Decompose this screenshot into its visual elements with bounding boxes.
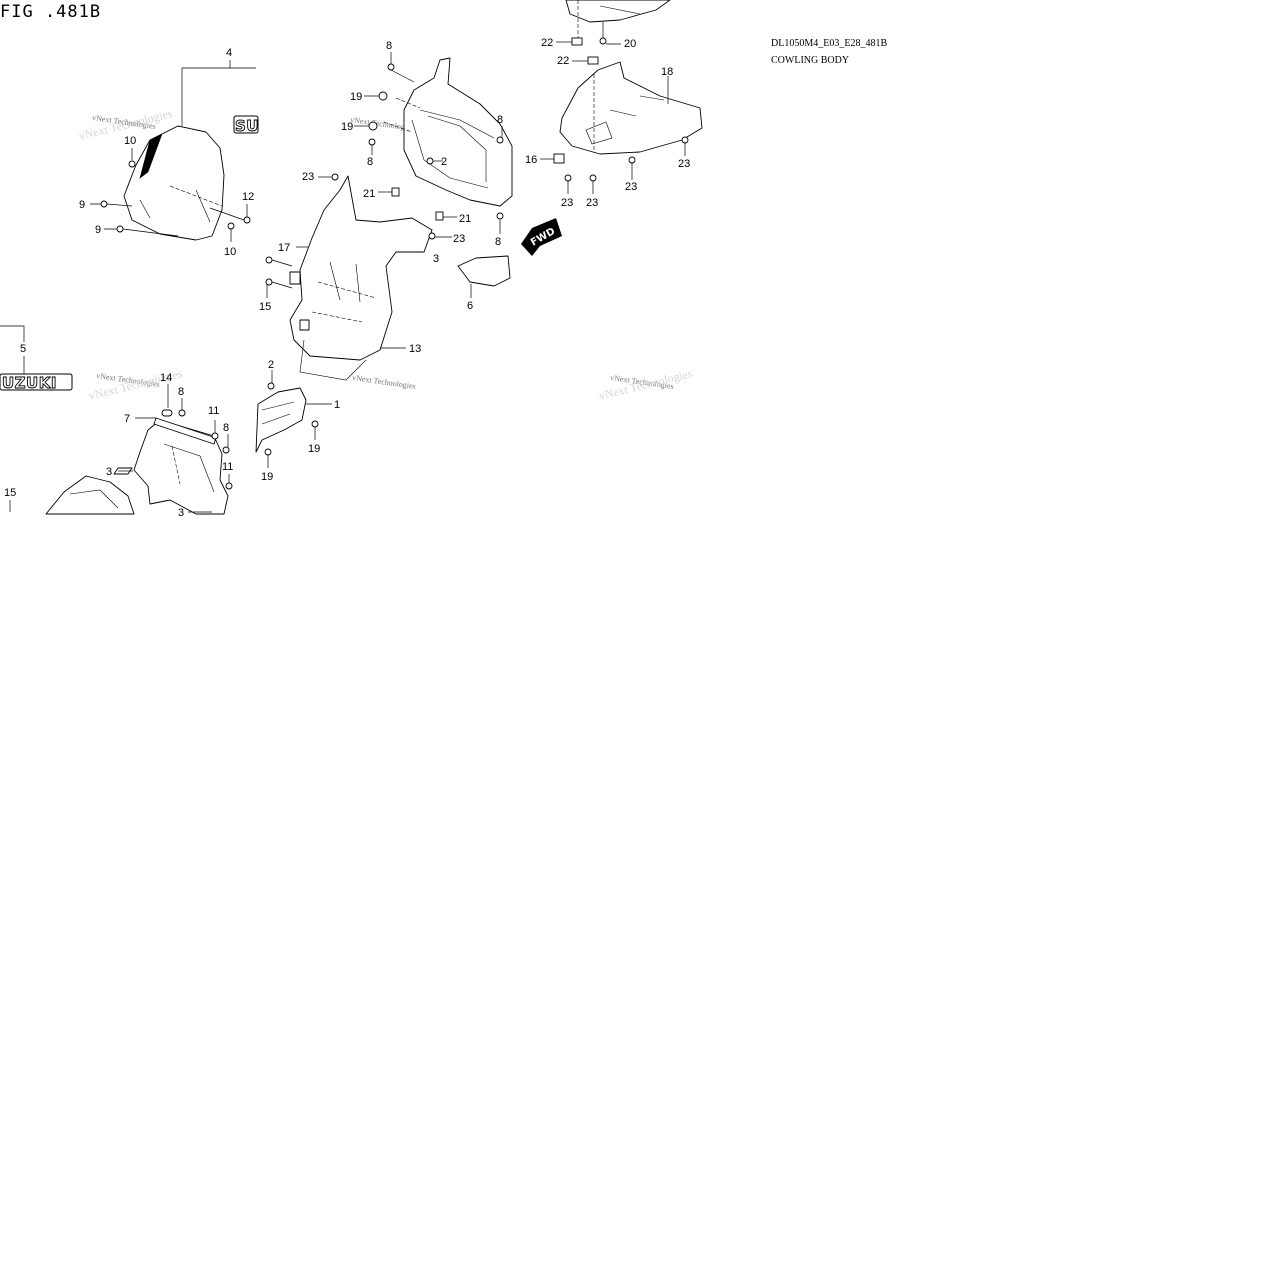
callout-4: 4 — [226, 47, 232, 59]
under-cover — [559, 0, 703, 155]
callout-3-lower-b: 3 — [178, 507, 184, 519]
callout-15-lower: 15 — [4, 487, 16, 499]
fastener-set-panel4 — [90, 148, 251, 242]
watermark-ghost-2: vNext Technologies — [597, 366, 694, 403]
callout-3-lower-a: 3 — [106, 466, 112, 478]
callout-23-f: 23 — [678, 158, 690, 170]
fastener-set-lower-mid — [264, 370, 332, 468]
callout-8-mid: 8 — [367, 156, 373, 168]
callout-5: 5 — [20, 343, 26, 355]
callout-23-c: 23 — [561, 197, 573, 209]
upper-cowl — [383, 57, 513, 207]
lower-left-fragment — [45, 475, 135, 515]
callout-19-c: 19 — [308, 443, 320, 455]
callout-18: 18 — [661, 66, 673, 78]
callout-22-a: 22 — [541, 37, 553, 49]
callout-21-b: 21 — [459, 213, 471, 225]
callout-22-b: 22 — [557, 55, 569, 67]
emblem-fragment-text: SU — [235, 117, 259, 135]
callout-23-e: 23 — [625, 181, 637, 193]
callout-23-a: 23 — [302, 171, 314, 183]
callout-8-right: 8 — [497, 114, 503, 126]
side-cover-fragment — [457, 255, 511, 298]
emblem-left-text: UZUKI — [2, 374, 57, 392]
callout-17: 17 — [278, 242, 290, 254]
figure-name: COWLING BODY — [771, 55, 849, 66]
callout-10-lower: 10 — [224, 246, 236, 258]
callout-16: 16 — [525, 154, 537, 166]
bracket-part — [255, 387, 307, 453]
callout-7: 7 — [124, 413, 130, 425]
frame-bracket — [289, 175, 433, 381]
callout-23-b: 23 — [453, 233, 465, 245]
callout-8-lower-b: 8 — [223, 422, 229, 434]
callout-19-b: 19 — [341, 121, 353, 133]
watermark-5: vNext Technologies — [352, 373, 417, 391]
callout-23-d: 23 — [586, 197, 598, 209]
callout-2-lower: 2 — [268, 359, 274, 371]
callout-14: 14 — [160, 372, 172, 384]
forward-direction-marker: FWD — [521, 218, 562, 256]
callout-9-upper: 9 — [79, 199, 85, 211]
callout-20: 20 — [624, 38, 636, 50]
callout-10-upper: 10 — [124, 135, 136, 147]
callout-19-a: 19 — [350, 91, 362, 103]
callout-8-lower-a: 8 — [178, 386, 184, 398]
callout-6: 6 — [467, 300, 473, 312]
inner-panel — [113, 417, 229, 515]
fastener-set-mid — [265, 52, 504, 349]
callout-11-b: 11 — [222, 461, 233, 473]
callout-21-a: 21 — [363, 188, 375, 200]
callout-3-mid: 3 — [433, 253, 439, 265]
watermark-group: vNext Technologies vNext Technologies vN… — [77, 106, 694, 403]
emblem-fragment: SU — [233, 115, 259, 135]
fastener-set-right — [540, 22, 689, 194]
figure-code: DL1050M4_E03_E28_481B — [771, 38, 887, 49]
top-cover-fragment — [565, 0, 671, 23]
callout-2-upper: 2 — [441, 156, 447, 168]
callout-11-a: 11 — [208, 405, 219, 417]
fastener-set-lower-left — [9, 384, 233, 513]
callout-15-upper: 15 — [259, 301, 271, 313]
callout-8-top: 8 — [386, 40, 392, 52]
callout-13: 13 — [409, 343, 421, 355]
emblem-left: UZUKI — [0, 325, 73, 392]
callout-9-lower: 9 — [95, 224, 101, 236]
windscreen-panel — [123, 60, 256, 241]
figure-title: FIG .481B — [0, 2, 101, 22]
callout-8-lower: 8 — [495, 236, 501, 248]
callout-19-d: 19 — [261, 471, 273, 483]
callout-12: 12 — [242, 191, 254, 203]
callout-1: 1 — [334, 399, 340, 411]
